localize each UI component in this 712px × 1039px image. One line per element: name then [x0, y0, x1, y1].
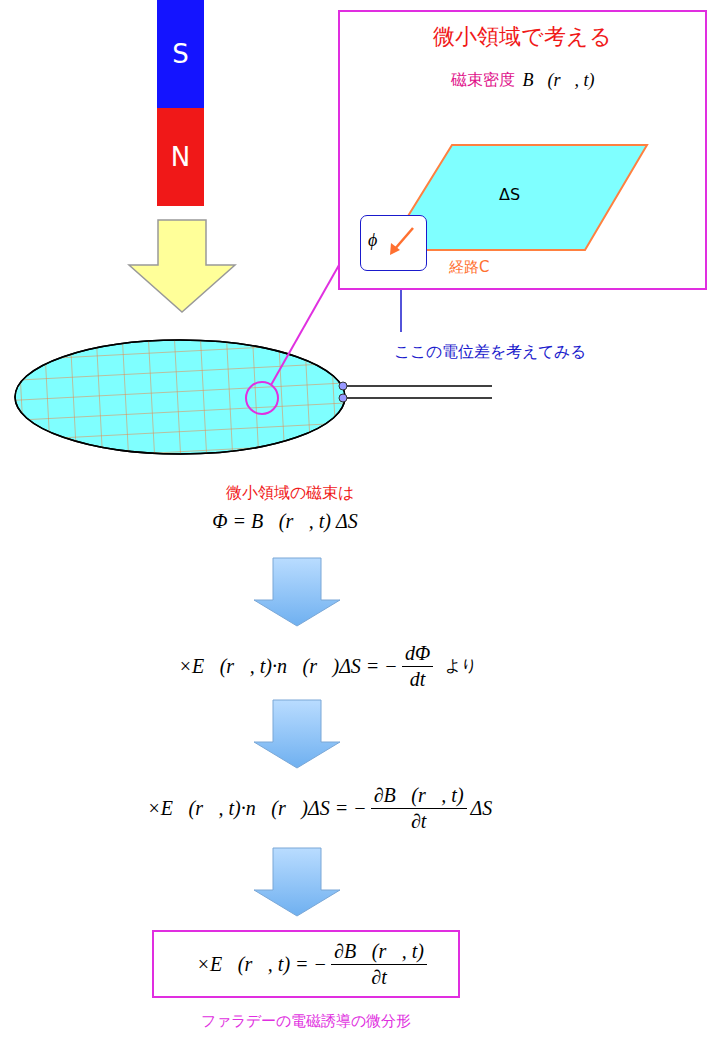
equation: ∇×E⃗(r⃗, t)·n⃗(r⃗)ΔS = − — [163, 655, 398, 678]
zoom-circle — [246, 382, 278, 414]
note: 微小領域の磁束は — [226, 483, 354, 504]
path-label: 経路C — [449, 258, 489, 277]
equation: ∇×E⃗(r⃗, t)·n⃗(r⃗)ΔS = − — [132, 797, 367, 820]
step-arrow — [254, 558, 340, 626]
magnet-pole: S — [157, 0, 204, 108]
note: より — [445, 656, 477, 677]
terminal — [339, 394, 347, 402]
fraction: ∂B⃗(r⃗, t)∂t — [371, 784, 467, 833]
formula: ∂t — [368, 965, 389, 989]
equation: ∂t — [408, 809, 429, 833]
formula: ∂B⃗(r⃗, t) — [331, 940, 427, 965]
text-row: Φ = B⃗(r⃗, t) ΔS — [212, 510, 357, 533]
zoom-leader — [271, 258, 343, 385]
grid-mesh — [15, 340, 345, 455]
pole-label: S — [172, 39, 189, 69]
field-label: 磁束密度 B⃗(r⃗, t) — [340, 70, 705, 91]
step-arrow — [254, 848, 340, 916]
terminal — [339, 382, 347, 390]
coil-plate — [15, 340, 345, 454]
fraction: dΦdt — [402, 642, 433, 691]
step-arrow — [254, 700, 340, 768]
box-title: 微小領域で考える — [340, 22, 705, 52]
equation: Φ = B⃗(r⃗, t) ΔS — [212, 510, 357, 533]
text-row: ここの電位差を考えてみる — [394, 342, 586, 363]
fraction: ∂B⃗(r⃗, t)∂t — [331, 940, 427, 989]
lead-wire — [343, 397, 492, 399]
formula: ∇×E⃗(r⃗, t) = − — [181, 953, 327, 976]
potential-box: ϕ — [360, 215, 427, 271]
pole-label: N — [171, 142, 190, 172]
equation: dt — [407, 667, 429, 691]
result-box: ∇×E⃗(r⃗, t) = −∂B⃗(r⃗, t)∂tファラデーの電磁誘導の微分… — [152, 930, 460, 998]
field-symbol: B⃗(r⃗, t) — [523, 70, 595, 91]
magnet-pole: N — [157, 108, 204, 206]
text-row: 微小領域の磁束は — [226, 483, 354, 504]
equation: ∂B⃗(r⃗, t) — [371, 784, 467, 809]
text-row: ∇×E⃗(r⃗, t)·n⃗(r⃗)ΔS = −dΦdt より — [163, 642, 477, 691]
flux-arrow — [129, 220, 235, 312]
equation: dΦ — [402, 642, 433, 667]
caption: ファラデーの電磁誘導の微分形 — [154, 1012, 458, 1031]
field-name: 磁束密度 — [451, 70, 515, 91]
potential-symbol: ϕ — [368, 230, 377, 251]
equation: ΔS — [471, 797, 493, 820]
detail-box: 微小領域で考える磁束密度 B⃗(r⃗, t) ΔS 経路C ϕ — [338, 10, 707, 290]
area-label: ΔS — [499, 185, 520, 204]
text-row: ∇×E⃗(r⃗, t)·n⃗(r⃗)ΔS = −∂B⃗(r⃗, t)∂tΔS — [132, 784, 493, 833]
note: ここの電位差を考えてみる — [394, 342, 586, 363]
lead-wire — [343, 385, 492, 387]
